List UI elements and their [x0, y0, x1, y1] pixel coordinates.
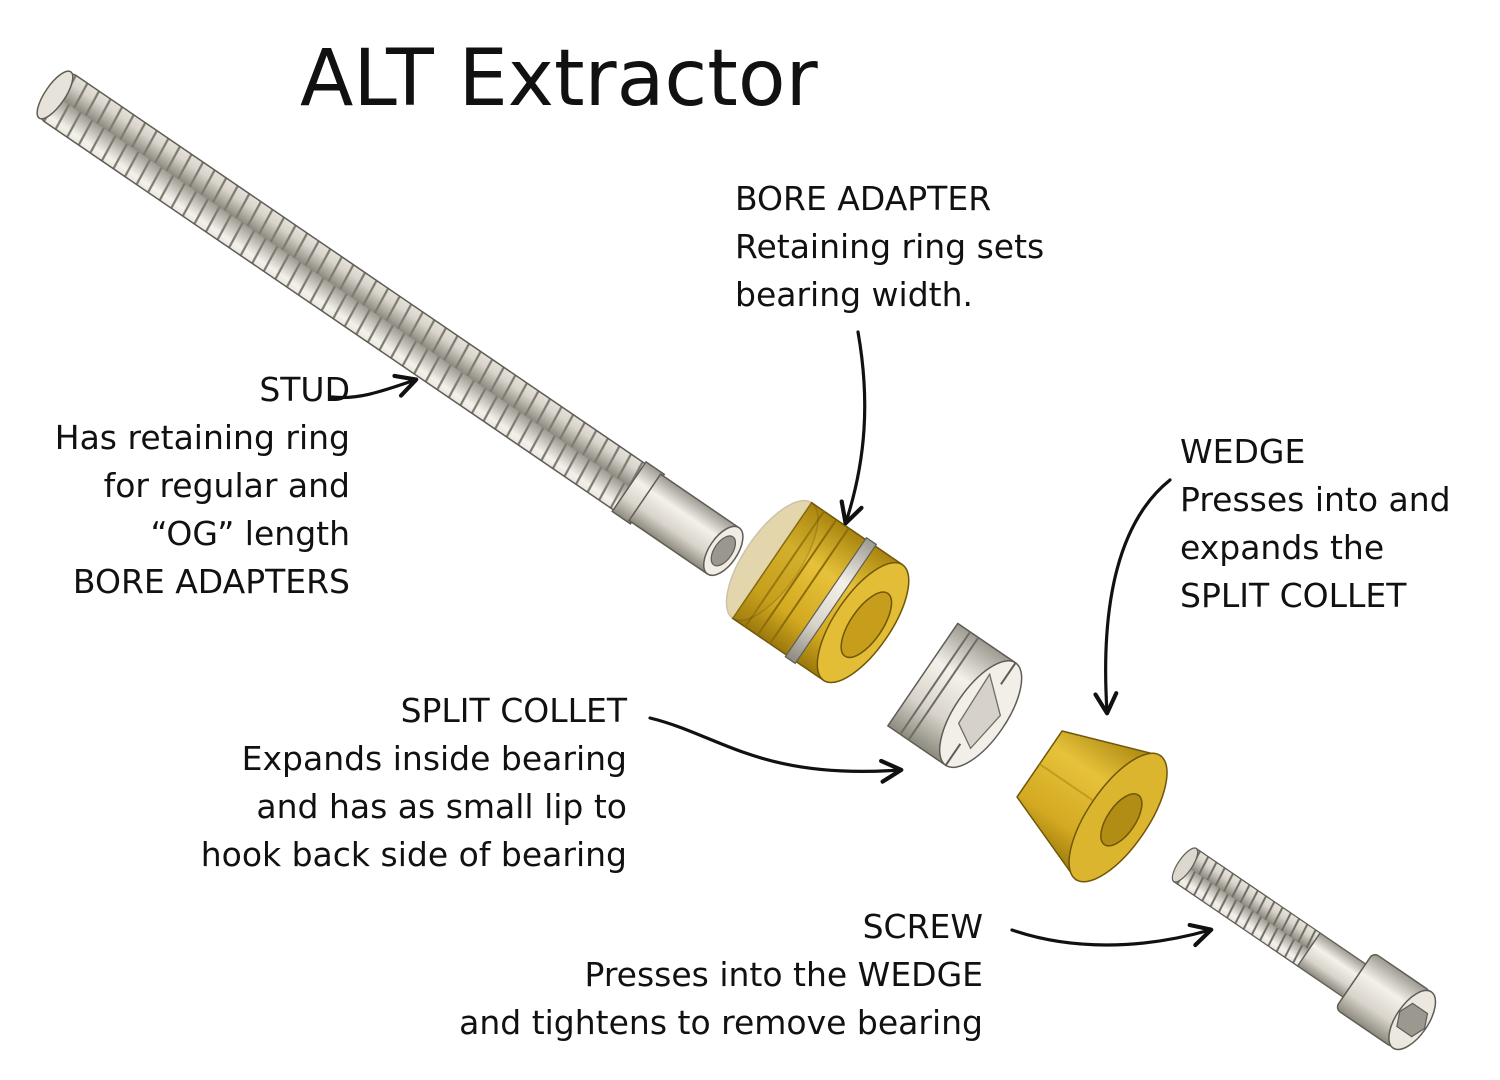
bore-adapter-line: Retaining ring sets — [735, 227, 1045, 266]
screw-arrow — [1010, 922, 1214, 948]
stud-part — [36, 70, 744, 577]
wedge-callout: WEDGE Presses into and expands the SPLIT… — [1180, 428, 1451, 620]
stud-line: BORE ADAPTERS — [72, 562, 350, 601]
split-collet-arrow — [648, 716, 904, 784]
split-collet-line: and has as small lip to — [256, 787, 627, 826]
split-collet-line: hook back side of bearing — [200, 835, 627, 874]
screw-callout: SCREW Presses into the WEDGE and tighten… — [459, 903, 983, 1047]
split-collet-part — [886, 622, 1023, 769]
bore-adapter-callout: BORE ADAPTER Retaining ring sets bearing… — [735, 175, 1044, 319]
stud-line: “OG” length — [150, 514, 350, 553]
wedge-part — [1016, 730, 1168, 883]
stud-line: Has retaining ring — [54, 418, 350, 457]
split-collet-name: SPLIT COLLET — [400, 691, 627, 730]
screw-line: Presses into the WEDGE — [584, 955, 984, 994]
split-collet-callout: SPLIT COLLET Expands inside bearing and … — [201, 687, 627, 879]
stud-line: for regular and — [103, 466, 350, 505]
stud-callout: STUD Has retaining ring for regular and … — [55, 366, 350, 606]
diagram-title: ALT Extractor — [300, 34, 818, 124]
bore-adapter-arrow — [839, 330, 867, 526]
screw-name: SCREW — [862, 907, 983, 946]
bore-adapter-line: bearing width. — [735, 275, 974, 314]
stud-arrow — [330, 373, 419, 400]
split-collet-line: Expands inside bearing — [241, 739, 627, 778]
bore-adapter-part — [725, 499, 910, 684]
wedge-line: SPLIT COLLET — [1180, 576, 1407, 615]
callout-arrows — [330, 330, 1214, 948]
screw-line: and tightens to remove bearing — [459, 1003, 983, 1042]
wedge-line: Presses into and — [1180, 480, 1451, 519]
stud-name: STUD — [259, 370, 350, 409]
wedge-line: expands the — [1180, 528, 1385, 567]
screw-part — [1171, 847, 1437, 1051]
bore-adapter-name: BORE ADAPTER — [735, 179, 992, 218]
wedge-name: WEDGE — [1180, 432, 1306, 471]
wedge-arrow — [1093, 478, 1172, 716]
